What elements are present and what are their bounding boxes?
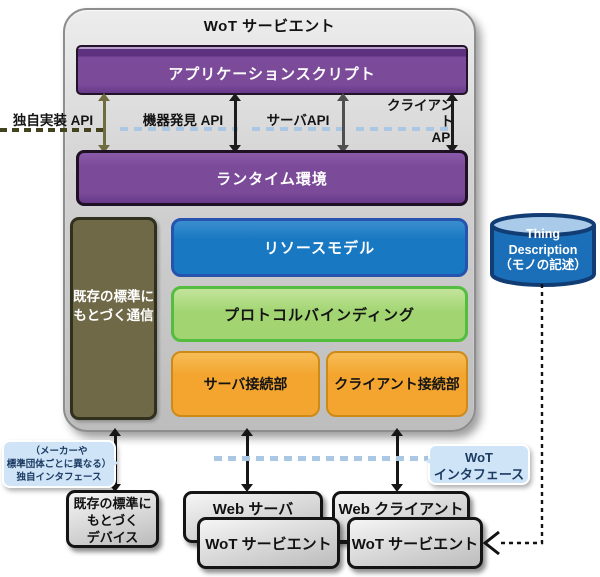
runtime-environment-box: ランタイム環境 — [76, 150, 468, 206]
callout-wot-interface: WoT インタフェース — [425, 444, 530, 485]
thing-description-link — [482, 284, 544, 556]
discovery-api-arrow-icon — [227, 93, 243, 153]
wot-servient-box-left: WoT サービエント — [197, 517, 340, 569]
thing-description-label: Thing Description （モノの記述） — [499, 227, 587, 273]
proprietary-api-dash-line — [0, 128, 104, 132]
resource-model-box: リソースモデル — [171, 218, 468, 277]
server-api-dash-line — [252, 127, 344, 131]
wot-servient-box-right: WoT サービエント — [347, 517, 483, 569]
api-label-server: サーバAPI — [266, 113, 330, 128]
api-label-discovery: 機器発見 API — [142, 113, 224, 128]
discovery-api-dash-line — [120, 127, 238, 131]
api-label-proprietary: 独自実装 API — [12, 113, 94, 128]
api-label-client: クライアント API — [387, 98, 454, 146]
client-api-arrow-icon — [444, 93, 460, 153]
application-script-box: アプリケーションスクリプト — [76, 45, 468, 95]
server-connector-box: サーバ接続部 — [171, 351, 320, 417]
open-arrowhead-icon — [482, 530, 500, 556]
callout-proprietary-interface: （メーカーや 標準団体ごとに異なる） 独自インタフェース — [2, 440, 119, 488]
legacy-communication-box: 既存の標準に もとづく通信 — [70, 217, 157, 420]
proprietary-api-arrow-icon — [96, 93, 112, 153]
wot-interface-dash-line — [214, 456, 428, 461]
client-api-dash-line — [356, 127, 448, 131]
server-api-arrow-icon — [335, 93, 351, 153]
servient-title: WoT サービエント — [203, 18, 336, 35]
legacy-device-box: 既存の標準に もとづく デバイス — [66, 490, 159, 548]
servient-link-connector — [338, 541, 349, 544]
protocol-binding-box: プロトコルバインディング — [171, 286, 468, 342]
client-connector-box: クライアント接続部 — [326, 351, 468, 417]
